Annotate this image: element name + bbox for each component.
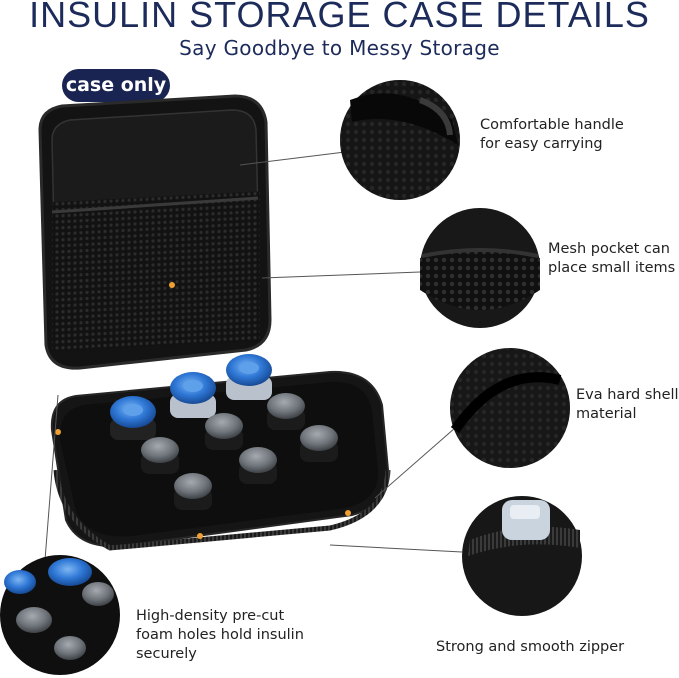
vial-grey-2 <box>205 413 243 450</box>
vial-grey-5 <box>239 447 277 484</box>
vial-grey-4 <box>174 473 212 510</box>
page-subtitle: Say Goodbye to Messy Storage <box>179 36 500 60</box>
handle-closeup <box>340 80 460 200</box>
callout-lines <box>44 151 463 561</box>
page-title: INSULIN STORAGE CASE DETAILS <box>29 0 650 35</box>
feature-foam-holes: High-density pre-cut foam holes hold ins… <box>136 608 304 662</box>
hard-shell-closeup <box>450 348 570 468</box>
feature-zipper: Strong and smooth zipper <box>436 639 625 655</box>
vial-grey-1 <box>141 437 179 474</box>
vial-grey-6 <box>300 425 338 462</box>
vial-blue-2 <box>170 372 216 418</box>
case-lid <box>38 94 272 370</box>
feature-handle: Comfortable handle for easy carrying <box>480 117 624 152</box>
vial-blue-3 <box>226 354 272 400</box>
feature-mesh-pocket: Mesh pocket can place small items <box>548 241 676 276</box>
feature-hard-shell: Eva hard shell material <box>576 387 679 422</box>
mesh-pocket-closeup <box>420 208 540 328</box>
vial-grey-3 <box>267 393 305 430</box>
vial-blue-1 <box>110 396 156 440</box>
zipper-closeup <box>462 496 582 616</box>
case-base <box>50 370 391 551</box>
vial-grid <box>110 354 338 510</box>
case-only-badge: case only <box>62 69 170 102</box>
foam-holes-closeup <box>0 555 120 675</box>
